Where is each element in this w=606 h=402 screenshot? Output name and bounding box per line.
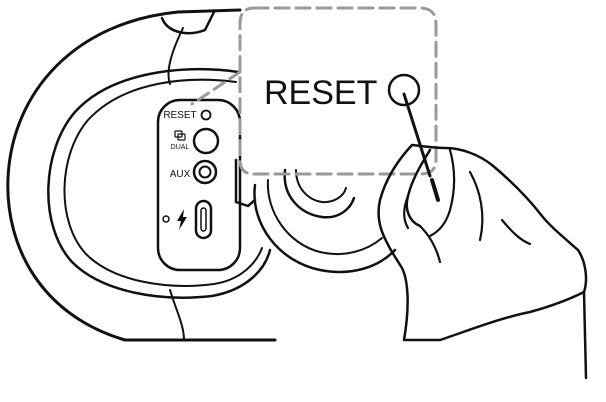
pin-tool-icon (402, 92, 440, 202)
speaker-ring (253, 168, 397, 274)
dual-button[interactable] (192, 127, 220, 155)
hand-icon (377, 143, 588, 380)
speaker-body (6, 8, 277, 342)
reset-pinhole-icon[interactable] (200, 109, 212, 121)
lightning-icon (177, 209, 187, 230)
aux-jack-icon[interactable] (192, 159, 218, 185)
callout-reset-label: RESET (264, 74, 377, 112)
dual-link-icon (174, 130, 186, 141)
reset-callout: RESET (190, 6, 438, 176)
callout-reset-pinhole-icon (387, 73, 421, 107)
usb-c-port-icon[interactable] (194, 199, 213, 240)
callout-pointer (190, 70, 242, 106)
led-indicator-icon (162, 215, 170, 223)
aux-label: AUX (170, 169, 191, 180)
reset-label: RESET (163, 110, 196, 121)
dual-label: DUAL (171, 144, 190, 151)
connector-panel: RESET DUAL AUX (156, 98, 242, 272)
